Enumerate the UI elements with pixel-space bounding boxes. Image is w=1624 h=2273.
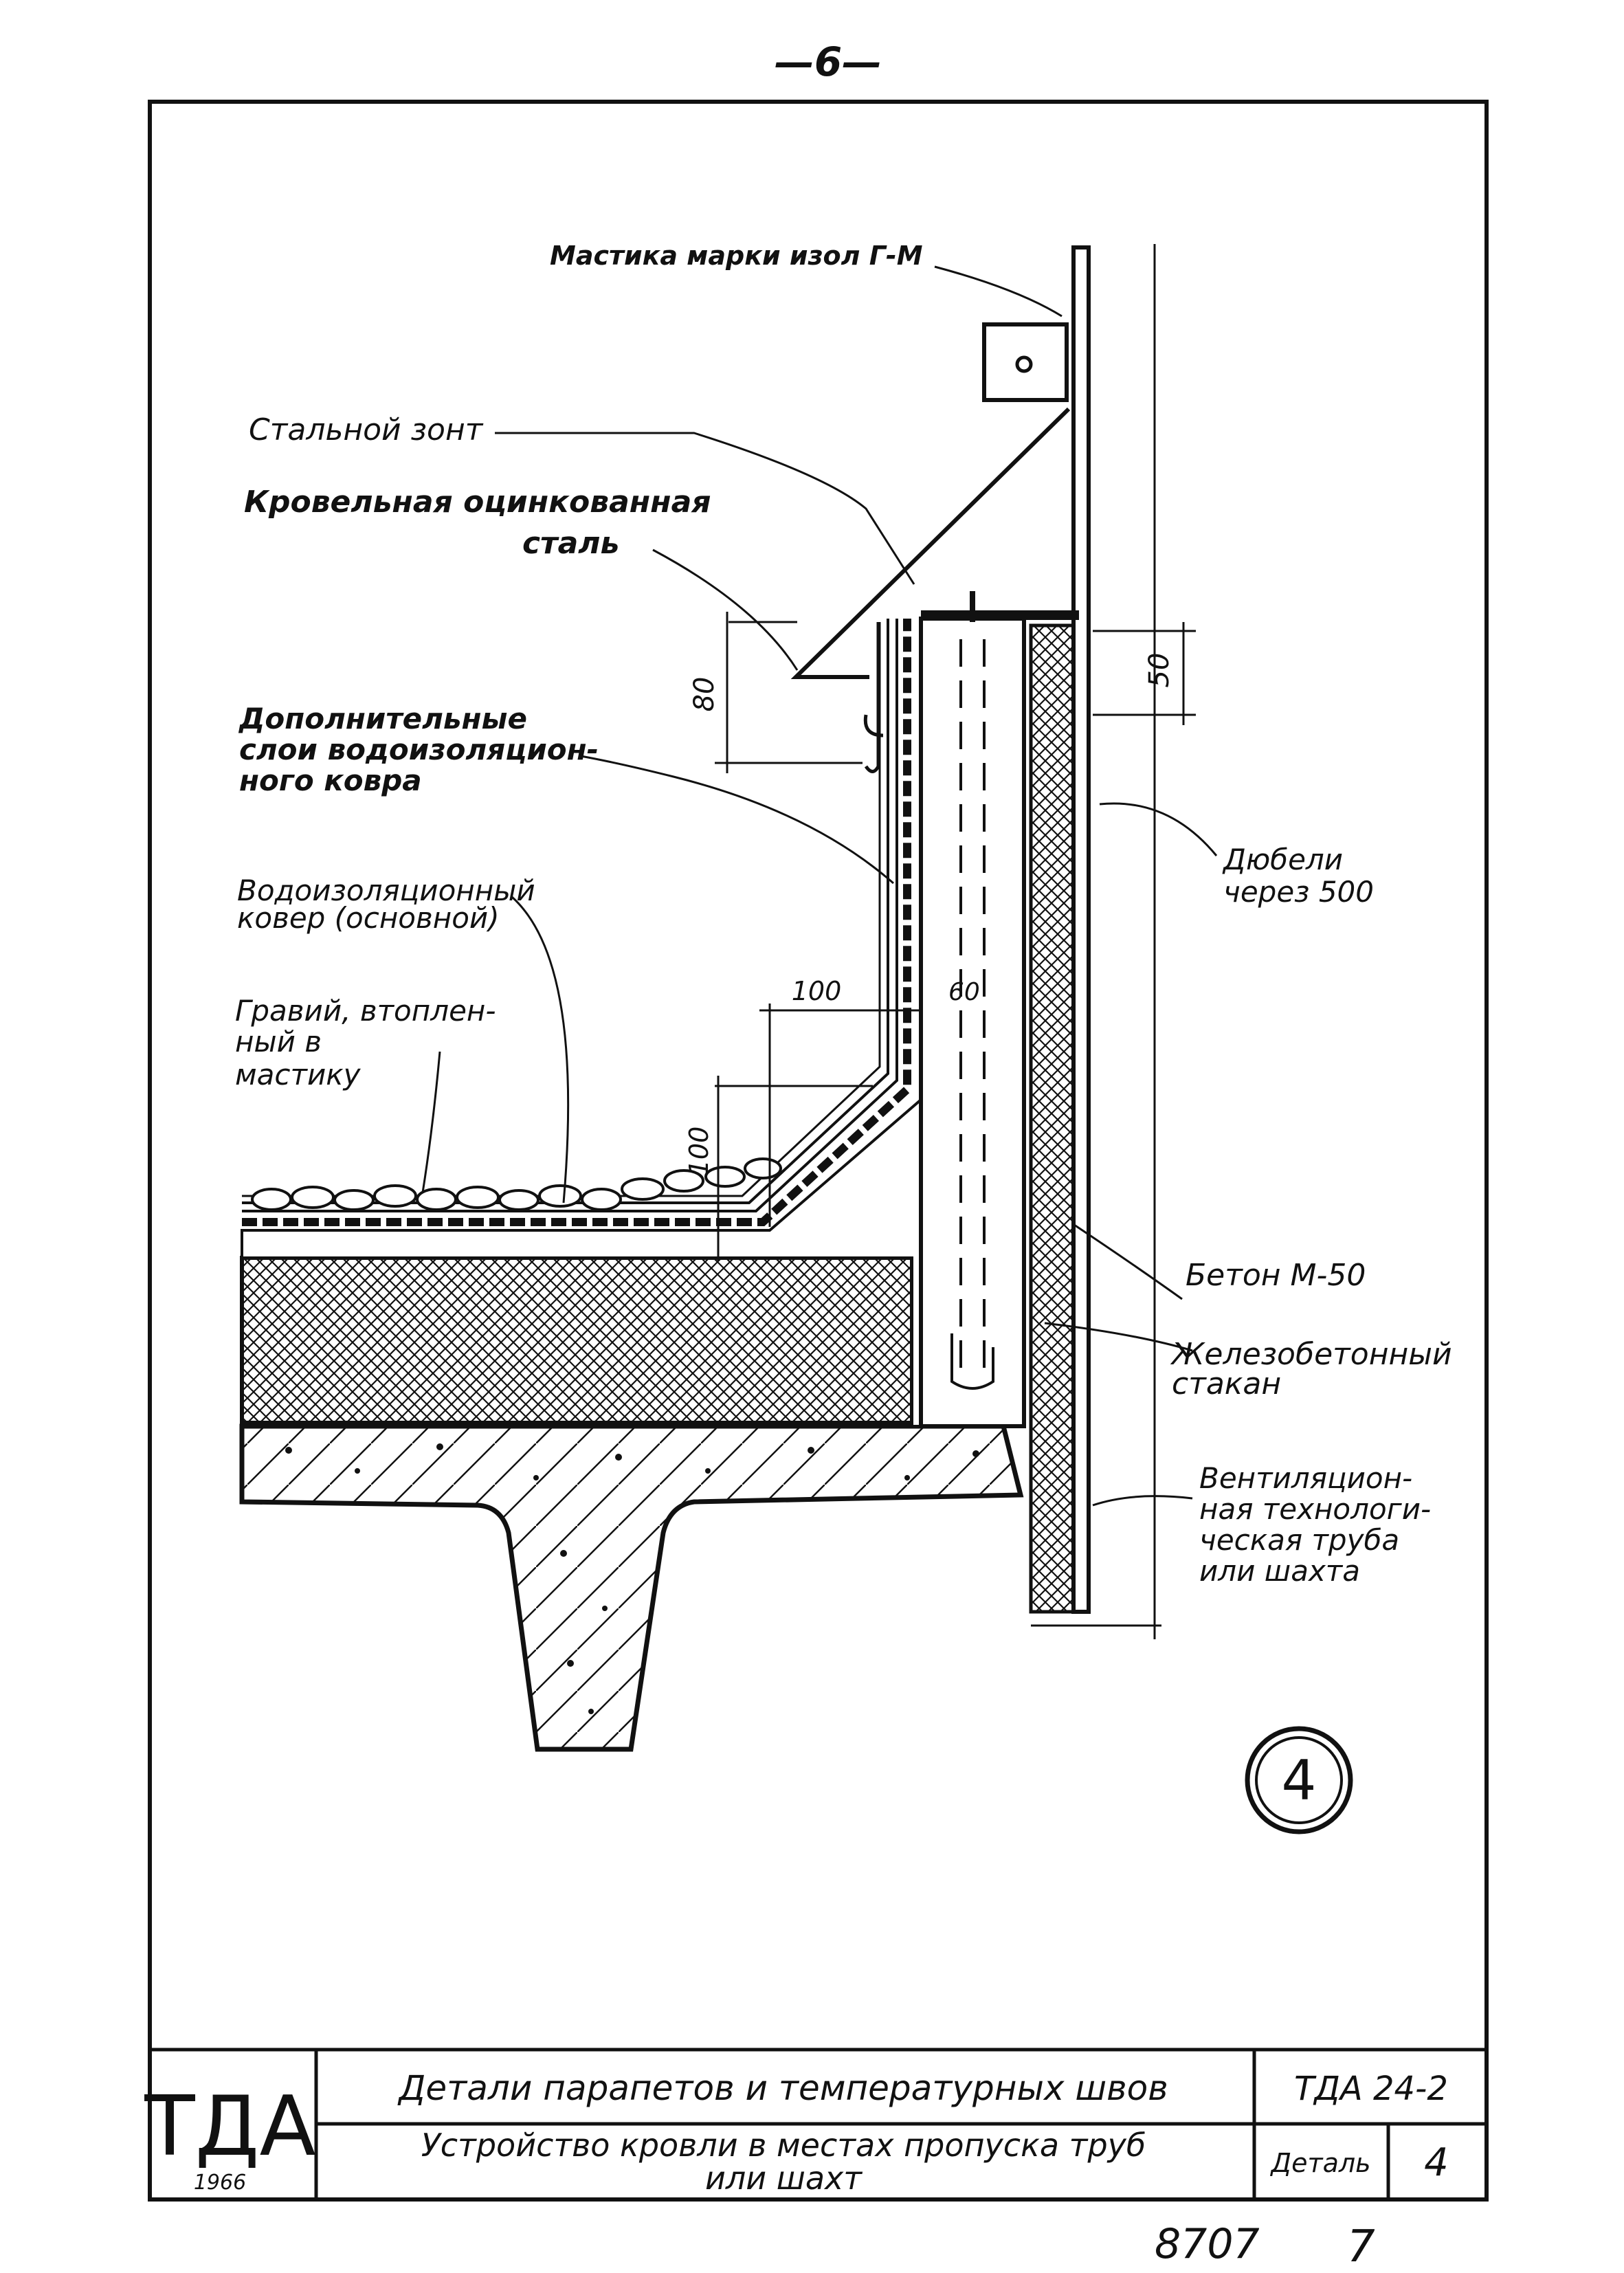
umbrella-bracket [982, 322, 1069, 402]
dim-50 [1093, 622, 1196, 725]
doc-code: ТДА 24-2 [1294, 2070, 1448, 2108]
label-roof-steel-1: Кровельная оцинкованная [244, 485, 711, 520]
detail-marker-number: 4 [1282, 1749, 1317, 1812]
title-block-year: 1966 [194, 2171, 246, 2195]
page-number: —6— [775, 38, 882, 85]
footer-mark: 7 [1347, 2221, 1375, 2272]
title-line-2a: Устройство кровли в местах пропуска труб [421, 2127, 1146, 2164]
label-mastic: Мастика марки изол Г-М [550, 241, 923, 271]
footer-stamp: 8707 [1155, 2220, 1260, 2268]
label-extra-layers-2: слои водоизоляцион- [239, 733, 599, 766]
label-vent-2: ная технологи- [1199, 1492, 1431, 1526]
dim-80 [715, 612, 863, 773]
label-rc-sleeve-1: Железобетонный [1170, 1337, 1452, 1372]
detail-marker-inner [1255, 1736, 1343, 1824]
title-block [150, 2048, 1487, 2199]
dim-100-horizontal [759, 1004, 921, 1227]
label-steel-umbrella: Стальной зонт [249, 412, 484, 447]
label-vent-4: или шахта [1199, 1554, 1360, 1588]
rc-sleeve [919, 617, 1026, 1428]
label-gravel-1: Гравий, втоплен- [235, 994, 496, 1028]
vent-wall [1029, 623, 1076, 1614]
screed-layer [241, 1096, 922, 1428]
label-vent-1: Вентиляцион- [1199, 1461, 1412, 1495]
steel-umbrella [790, 407, 1071, 679]
drawing-frame [148, 100, 1489, 2202]
detail-marker-outer [1245, 1726, 1353, 1834]
apron-clip [863, 714, 884, 738]
label-gravel-2: ный в [235, 1025, 322, 1058]
vent-pipe-lining [1071, 245, 1091, 1614]
dim-100-vertical [715, 1076, 873, 1261]
dim-50-label: 50 [1144, 653, 1175, 688]
insulation-layer [240, 1256, 914, 1425]
dim-100-vertical-label: 100 [684, 1127, 714, 1177]
label-extra-layers-3: ного ковра [239, 764, 422, 797]
title-line-1: Детали парапетов и температурных швов [397, 2068, 1168, 2108]
sleeve-cap [921, 610, 1079, 620]
label-extra-layers-1: Дополнительные [238, 702, 527, 735]
apron-flashing [864, 622, 880, 773]
label-main-carpet-1: Водоизоляционный [237, 874, 535, 907]
label-concrete: Бетон М-50 [1186, 1258, 1366, 1293]
dim-60-label: 60 [948, 978, 980, 1006]
label-vent-3: ческая труба [1199, 1523, 1399, 1557]
ribbed-slab [239, 1423, 1024, 1752]
gravel-layer [251, 1157, 782, 1211]
label-main-carpet-2: ковер (основной) [237, 901, 500, 935]
title-line-2b: или шахт [705, 2160, 863, 2197]
sleeve-hook [950, 1333, 994, 1390]
dim-80-label: 80 [689, 677, 720, 712]
dim-100-horizontal-label: 100 [792, 976, 842, 1006]
label-roof-steel-2: сталь [522, 526, 619, 561]
bracket-bolt [1015, 355, 1033, 373]
label-rc-sleeve-2: стакан [1172, 1366, 1281, 1401]
detail-number: 4 [1424, 2140, 1449, 2185]
title-block-logo: ТДА [144, 2079, 315, 2175]
label-dowels-2: через 500 [1223, 875, 1374, 909]
label-dowels-1: Дюбели [1222, 843, 1343, 876]
label-gravel-3: мастику [235, 1058, 361, 1091]
leader-lines [421, 265, 1218, 1507]
detail-label: Деталь [1269, 2148, 1370, 2178]
